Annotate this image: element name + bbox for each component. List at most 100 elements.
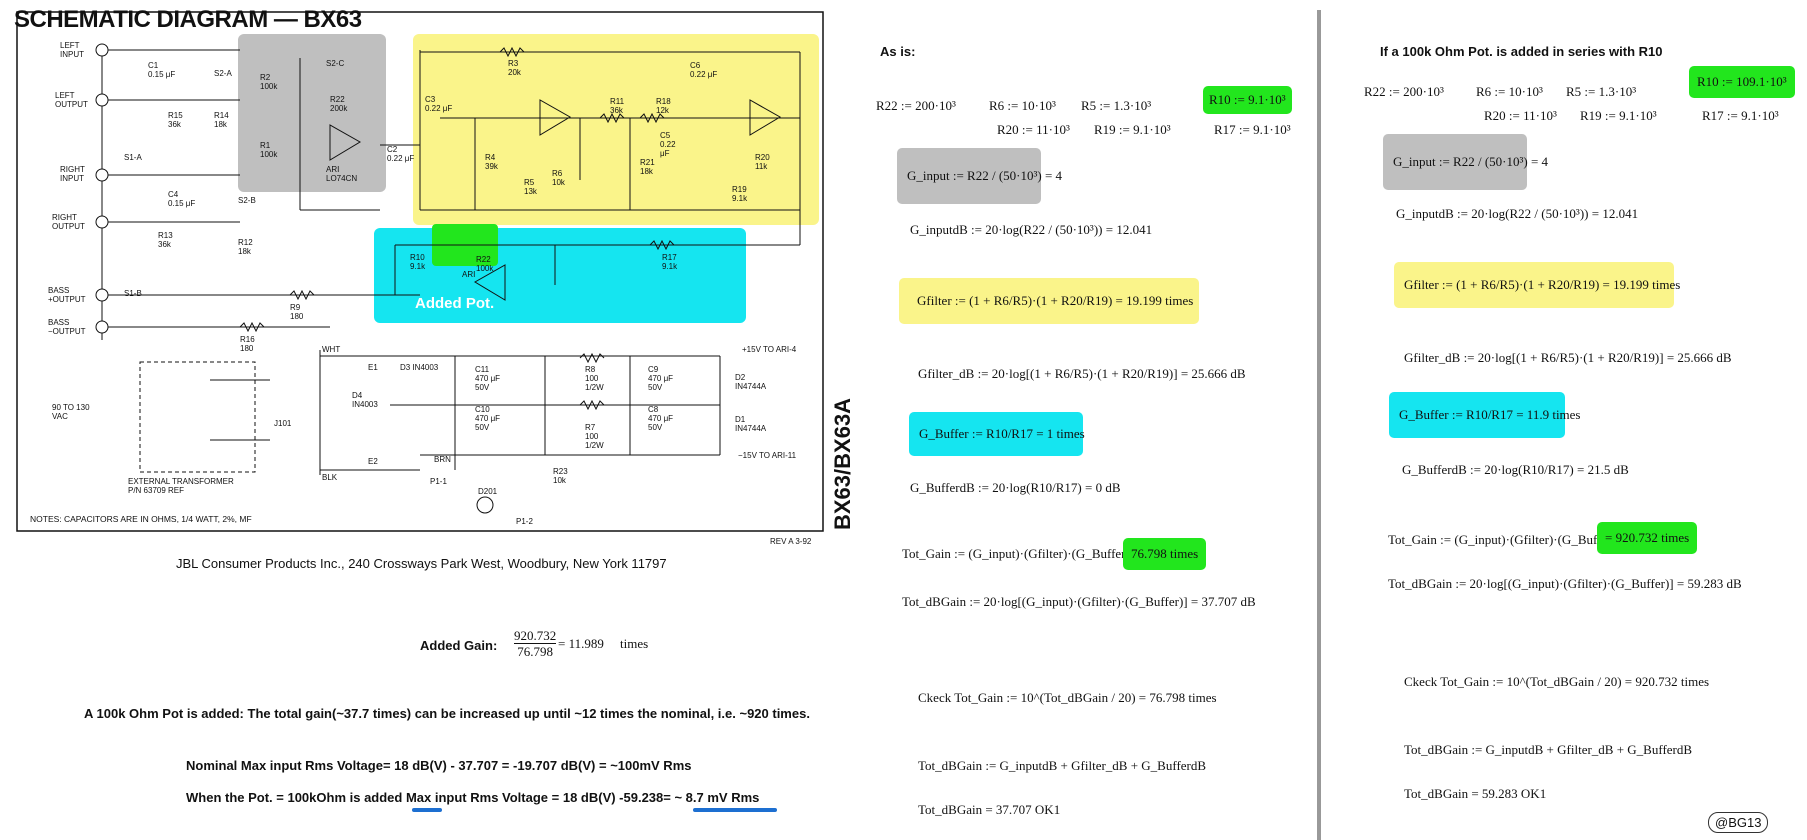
side-title: BX63/BX63A	[830, 398, 855, 530]
with-pot-tot-db-result: Tot_dBGain = 59.283 OK1	[1404, 786, 1547, 801]
with-pot-g-input-db: G_inputdB := 20·log(R22 / (50·10³)) = 12…	[1396, 206, 1639, 221]
pot-statement: A 100k Ohm Pot is added: The total gain(…	[84, 706, 810, 721]
label-j101: J101	[274, 419, 292, 428]
nominal-voltage: Nominal Max input Rms Voltage= 18 dB(V) …	[186, 758, 692, 773]
label-p1-1: P1-1	[430, 477, 447, 486]
as-is-r6: R6 := 10·10³	[989, 98, 1056, 113]
as-is-g-buffer-db: G_BufferdB := 20·log(R10/R17) = 0 dB	[910, 480, 1121, 495]
schematic-rev: REV A 3-92	[770, 537, 812, 546]
with-pot-tot-gain: Tot_Gain := (G_input)·(Gfilter)·(G_Buffe…	[1388, 532, 1616, 547]
as-is-r22: R22 := 200·10³	[876, 98, 956, 113]
label-minus15: −15V TO ARI-11	[738, 451, 797, 460]
opamp-1	[329, 124, 361, 161]
label-s2b: S2-B	[238, 196, 256, 205]
label-bass-minus: BASS−OUTPUT	[48, 318, 86, 336]
added-gain-label: Added Gain:	[420, 638, 498, 653]
added-gain-denominator: 76.798	[517, 644, 553, 659]
max-underline	[412, 808, 442, 812]
as-is-r19: R19 := 9.1·10³	[1094, 122, 1171, 137]
as-is-r5: R5 := 1.3·10³	[1081, 98, 1152, 113]
added-gain-numerator: 920.732	[514, 628, 557, 644]
label-ari: ARI	[462, 270, 475, 279]
label-e2: E2	[368, 457, 378, 466]
with-pot-r5: R5 := 1.3·10³	[1566, 84, 1637, 99]
with-pot-tot-gain-value: = 920.732 times	[1597, 522, 1698, 554]
opamp-4	[474, 264, 506, 301]
as-is-g-filter: Gfilter := (1 + R6/R5)·(1 + R20/R19) = 1…	[899, 278, 1199, 324]
with-pot-r17: R17 := 9.1·10³	[1702, 108, 1779, 123]
as-is-tot-db-gain: Tot_dBGain := 20·log[(G_input)·(Gfilter)…	[902, 594, 1256, 609]
with-pot-g-buffer: G_Buffer := R10/R17 = 11.9 times	[1389, 392, 1581, 438]
added-pot-label: Added Pot.	[415, 295, 494, 312]
schematic-title: SCHEMATIC DIAGRAM — BX63	[14, 6, 362, 33]
as-is-g-input-db: G_inputdB := 20·log(R22 / (50·10³)) = 12…	[910, 222, 1153, 237]
with-pot-g-filter-db: Gfilter_dB := 20·log[(1 + R6/R5)·(1 + R2…	[1404, 350, 1732, 365]
as-is-g-input: G_input := R22 / (50·10³) = 4	[897, 148, 1062, 204]
label-s1a: S1-A	[124, 153, 142, 162]
as-is-tot-gain: Tot_Gain := (G_input)·(Gfilter)·(G_Buffe…	[902, 546, 1141, 561]
label-wht: WHT	[322, 345, 340, 354]
with-pot-g-buffer-db: G_BufferdB := 20·log(R10/R17) = 21.5 dB	[1402, 462, 1629, 477]
label-d201: D201	[478, 487, 498, 496]
as-is-title: As is:	[880, 44, 916, 59]
label-blk: BLK	[322, 473, 338, 482]
added-gain-result: = 11.989	[558, 636, 604, 651]
as-is-g-buffer: G_Buffer := R10/R17 = 1 times	[909, 412, 1085, 456]
as-is-tot-db-sum: Tot_dBGain := G_inputdB + Gfilter_dB + G…	[918, 758, 1207, 773]
with-pot-r10: R10 := 109.1·10³	[1689, 66, 1795, 98]
company-address: JBL Consumer Products Inc., 240 Crossway…	[176, 556, 667, 571]
added-gain-fraction: 920.732 76.798	[514, 628, 557, 659]
label-brn: BRN	[434, 455, 451, 464]
with-pot-r22: R22 := 200·10³	[1364, 84, 1444, 99]
label-plus15: +15V TO ARI-4	[742, 345, 797, 354]
label-e1: E1	[368, 363, 378, 372]
label-s2c: S2-C	[326, 59, 344, 68]
as-is-check: Ckeck Tot_Gain := 10^(Tot_dBGain / 20) =…	[918, 690, 1217, 705]
label-bass-plus: BASS+OUTPUT	[48, 286, 86, 304]
as-is-r10: R10 := 9.1·10³	[1203, 86, 1292, 114]
opamp-symbols	[329, 99, 781, 301]
opamp-3	[749, 99, 781, 136]
as-is-r20: R20 := 11·10³	[997, 122, 1070, 137]
mv-underline	[693, 808, 777, 812]
resistor-symbols	[239, 46, 675, 411]
with-pot-tot-db-gain: Tot_dBGain := 20·log[(G_input)·(Gfilter)…	[1388, 576, 1742, 591]
with-pot-g-input: G_input := R22 / (50·10³) = 4	[1383, 134, 1548, 190]
label-d3: D3 IN4003	[400, 363, 439, 372]
